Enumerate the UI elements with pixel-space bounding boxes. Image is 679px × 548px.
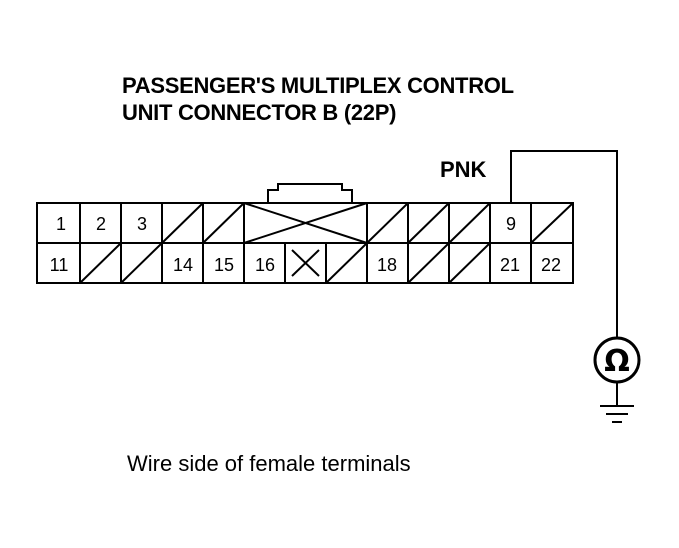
title-line-1: PASSENGER'S MULTIPLEX CONTROL [122, 73, 514, 98]
terminal-labels: 1 2 3 9 11 14 15 16 18 21 22 [50, 214, 561, 275]
terminal-18: 18 [377, 255, 397, 275]
blank-terminal-cross [291, 249, 320, 277]
connector-title: PASSENGER'S MULTIPLEX CONTROL UNIT CONNE… [122, 72, 514, 126]
connector-lock-tab [267, 183, 353, 203]
top-row [79, 202, 574, 244]
probe-wire [510, 150, 618, 338]
connector-body [36, 202, 574, 284]
terminal-21: 21 [500, 255, 520, 275]
ohm-symbol: Ω [604, 344, 630, 379]
terminal-22: 22 [541, 255, 561, 275]
empty-terminal-slash [366, 202, 409, 244]
empty-terminal-slash [407, 202, 450, 244]
blank-section-cross [243, 202, 368, 244]
terminal-16: 16 [255, 255, 275, 275]
ohmmeter: Ω [593, 336, 641, 384]
empty-terminal-slash [448, 202, 491, 244]
terminal-9: 9 [506, 214, 516, 234]
empty-terminal-slash [202, 202, 245, 244]
view-caption: Wire side of female terminals [127, 451, 411, 476]
terminal-15: 15 [214, 255, 234, 275]
empty-terminal-slash [407, 242, 450, 284]
title-line-2: UNIT CONNECTOR B (22P) [122, 100, 397, 125]
terminal-3: 3 [137, 214, 147, 234]
empty-terminal-slash [448, 242, 491, 284]
wire-color-label: PNK [440, 157, 487, 182]
terminal-14: 14 [173, 255, 193, 275]
empty-terminal-slash [79, 242, 122, 284]
empty-terminal-slash [325, 242, 368, 284]
terminal-1: 1 [56, 214, 66, 234]
empty-terminal-slash [161, 202, 204, 244]
terminal-2: 2 [96, 214, 106, 234]
bottom-row [79, 242, 532, 284]
empty-terminal-slash [530, 202, 574, 244]
ground-icon [600, 405, 634, 423]
empty-terminal-slash [120, 242, 163, 284]
terminal-11: 11 [50, 255, 69, 275]
